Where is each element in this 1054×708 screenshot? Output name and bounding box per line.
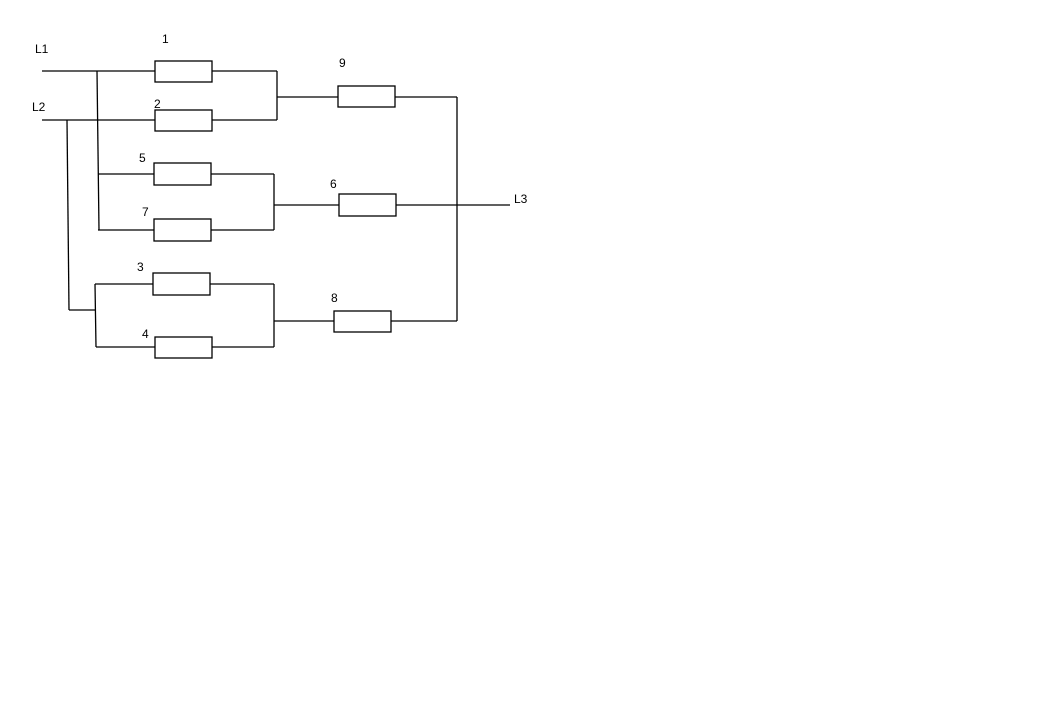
bus-l1-vertical xyxy=(96,70,100,231)
resistor-label-6: 6 xyxy=(330,177,337,191)
resistor-6 xyxy=(338,193,397,217)
resistor-1 xyxy=(154,60,213,83)
resistor-9 xyxy=(337,85,396,108)
wires xyxy=(42,70,510,348)
resistor-7 xyxy=(153,218,212,242)
resistor-label-9: 9 xyxy=(339,56,346,70)
resistor-label-4: 4 xyxy=(142,327,149,341)
resistor-8 xyxy=(333,310,392,333)
terminal-label-l3: L3 xyxy=(514,192,528,206)
resistor-5 xyxy=(153,162,212,186)
resistor-label-1: 1 xyxy=(162,32,169,46)
resistor-3 xyxy=(152,272,211,296)
resistor-label-2: 2 xyxy=(154,97,161,111)
resistor-label-7: 7 xyxy=(142,205,149,219)
terminal-label-l2: L2 xyxy=(32,100,46,114)
terminal-label-l1: L1 xyxy=(35,42,49,56)
resistor-4 xyxy=(154,336,213,359)
resistor-label-3: 3 xyxy=(137,260,144,274)
resistors xyxy=(152,60,397,359)
resistor-label-8: 8 xyxy=(331,291,338,305)
bus-l2-vertical xyxy=(66,119,70,311)
resistor-label-5: 5 xyxy=(139,151,146,165)
resistor-2 xyxy=(154,109,213,132)
labels: L1 L2 L3 1 2 5 7 3 4 9 6 8 xyxy=(32,32,528,341)
node-34-left-vertical xyxy=(94,283,97,348)
